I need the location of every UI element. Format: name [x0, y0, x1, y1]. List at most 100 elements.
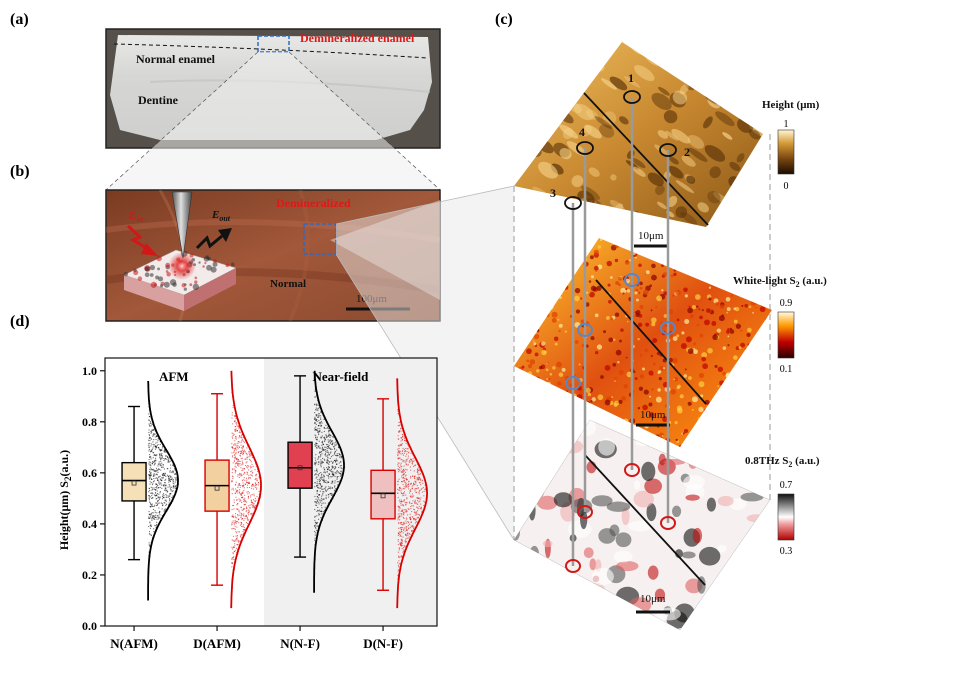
- distribution-point: [159, 464, 161, 466]
- distribution-point: [417, 468, 419, 470]
- distribution-point: [404, 511, 406, 513]
- y-tick-label: 0.2: [82, 568, 97, 582]
- distribution-point: [169, 494, 171, 496]
- distribution-point: [232, 462, 234, 464]
- distribution-point: [148, 433, 150, 436]
- distribution-point: [316, 447, 318, 449]
- distribution-point: [165, 455, 167, 457]
- distribution-point: [237, 490, 239, 492]
- distribution-point: [233, 457, 235, 459]
- distribution-point: [416, 500, 419, 502]
- distribution-point: [336, 449, 338, 451]
- white-texture-dot: [761, 265, 765, 268]
- scale-label-white: 10μm: [640, 409, 666, 421]
- white-texture-dot: [752, 252, 757, 257]
- distribution-point: [164, 499, 166, 501]
- distribution-point: [232, 407, 234, 409]
- white-texture-dot: [761, 402, 766, 407]
- white-texture-dot: [680, 343, 687, 349]
- distribution-point: [402, 470, 404, 472]
- white-texture-dot: [711, 321, 717, 326]
- height-texture-blob: [667, 195, 678, 207]
- white-texture-dot: [615, 280, 620, 285]
- distribution-point: [323, 478, 325, 480]
- distribution-point: [408, 460, 411, 462]
- white-texture-dot: [746, 332, 751, 338]
- distribution-point: [165, 500, 167, 502]
- white-texture-dot: [761, 368, 764, 371]
- distribution-point: [399, 522, 402, 524]
- distribution-point: [153, 444, 155, 446]
- distribution-point: [247, 467, 249, 469]
- white-texture-dot: [528, 238, 533, 243]
- distribution-point: [157, 496, 159, 498]
- thz-texture-blob: [519, 431, 532, 449]
- distribution-point: [397, 519, 399, 521]
- distribution-point: [401, 451, 403, 453]
- distribution-point: [323, 480, 326, 482]
- white-texture-dot: [618, 276, 623, 281]
- white-texture-dot: [544, 412, 547, 415]
- white-texture-dot: [675, 438, 678, 442]
- distribution-point: [415, 502, 417, 504]
- distribution-point: [253, 500, 255, 502]
- thz-texture-blob: [556, 445, 570, 453]
- distribution-point: [322, 461, 324, 463]
- distribution-point: [234, 525, 236, 527]
- distribution-point: [232, 447, 234, 449]
- height-texture-blob: [551, 67, 561, 77]
- distribution-point: [318, 461, 320, 463]
- distribution-point: [318, 416, 320, 418]
- white-texture-dot: [526, 238, 532, 244]
- distribution-point: [319, 487, 321, 489]
- distribution-point: [318, 512, 320, 514]
- thz-texture-blob: [723, 427, 747, 444]
- distribution-point: [323, 511, 325, 513]
- distribution-point: [315, 485, 318, 487]
- height-texture-blob: [582, 125, 592, 137]
- distribution-point: [251, 484, 253, 486]
- sample-texture-dot: [149, 273, 154, 277]
- distribution-point: [151, 512, 153, 514]
- height-texture-blob: [592, 42, 608, 50]
- sample-texture-dot: [159, 284, 164, 288]
- y-axis: 0.00.20.40.60.81.0: [82, 364, 105, 633]
- distribution-point: [411, 461, 414, 463]
- white-texture-dot: [715, 243, 720, 249]
- height-texture-blob: [728, 75, 749, 91]
- distribution-point: [329, 469, 331, 471]
- distribution-point: [419, 473, 421, 475]
- distribution-point: [320, 513, 322, 515]
- distribution-point: [149, 545, 151, 547]
- height-texture-blob: [681, 155, 696, 167]
- white-texture-dot: [559, 435, 565, 441]
- distribution-point: [318, 422, 320, 424]
- distribution-point: [401, 488, 403, 490]
- white-texture-dot: [637, 437, 641, 441]
- distribution-point: [155, 442, 157, 444]
- distribution-point: [242, 492, 244, 494]
- distribution-point: [232, 516, 234, 518]
- white-texture-dot: [604, 399, 611, 406]
- thz-texture-blob: [751, 437, 766, 447]
- distribution-point: [238, 476, 240, 479]
- distribution-point: [405, 494, 407, 496]
- distribution-point: [399, 450, 401, 452]
- distribution-point: [150, 492, 152, 494]
- distribution-point: [317, 525, 319, 527]
- white-texture-dot: [741, 304, 744, 307]
- distribution-point: [329, 457, 331, 459]
- distribution-point: [244, 500, 246, 502]
- distribution-point: [408, 536, 410, 538]
- distribution-point: [316, 403, 318, 405]
- distribution-point: [148, 446, 150, 448]
- distribution-point: [149, 439, 151, 442]
- distribution-point: [158, 481, 160, 483]
- distribution-point: [403, 459, 405, 461]
- distribution-point: [164, 473, 166, 475]
- height-texture-blob: [651, 92, 672, 110]
- distribution-point: [411, 462, 413, 464]
- white-texture-dot: [681, 331, 685, 335]
- distribution-point: [163, 484, 165, 486]
- white-texture-dot: [585, 387, 591, 393]
